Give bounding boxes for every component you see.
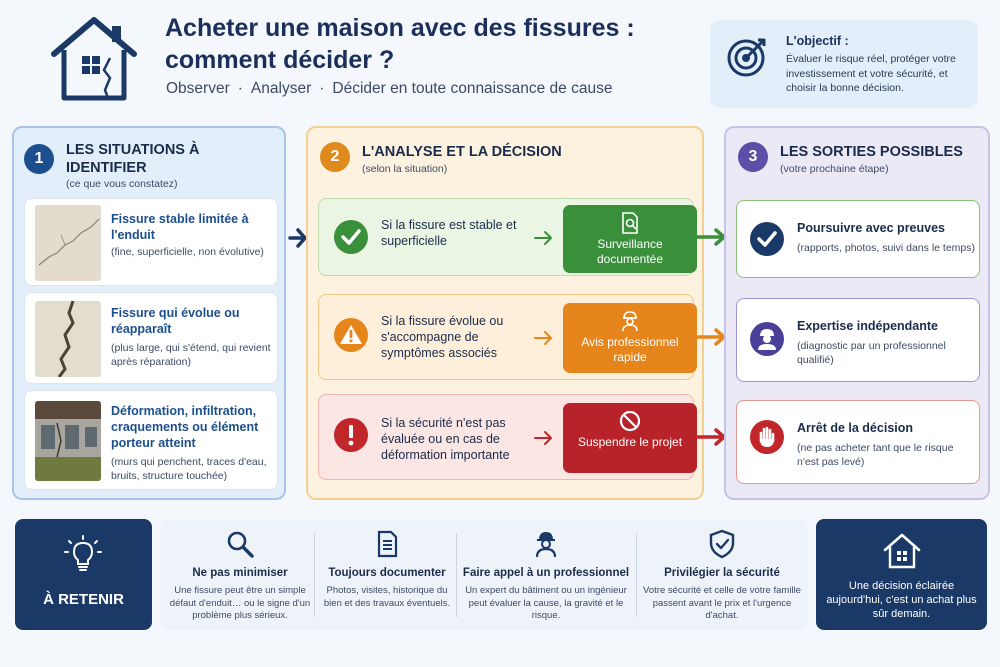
analysis-row-stable: Si la fissure est stable et superficiell… [318,198,697,276]
tip-divider [456,533,457,617]
check-circle-icon [750,222,784,256]
tips-panel: Ne pas minimiser Une fissure peut être u… [160,519,808,630]
outcomes-column: 3 LES SORTIES POSSIBLES (votre prochaine… [724,126,990,500]
action-label: Suspendre le projet [577,435,683,449]
tip-minimize: Ne pas minimiser Une fissure peut être u… [168,519,312,630]
prohibited-icon [619,410,641,432]
situation-card-stable: Fissure stable limitée à l'enduit (fine,… [24,198,278,286]
situation-title: Déformation, infiltration, craquements o… [111,404,259,450]
outcome-card-proceed: Poursuivre avec preuves (rapports, photo… [736,200,980,278]
stop-hand-icon [750,420,784,454]
house-crack-icon [51,17,137,101]
expert-icon [750,322,784,356]
warning-triangle-icon [334,318,368,352]
arrow-right-icon [288,228,307,248]
house-icon [883,533,921,569]
situation-desc: (murs qui penchent, traces d'eau, bruits… [111,456,267,482]
tip-title: Faire appel à un professionnel [462,567,630,579]
objective-title: L'objectif : [786,34,849,48]
step-badge-3: 3 [738,142,768,172]
outcome-card-stop: Arrêt de la décision (ne pas acheter tan… [736,400,980,484]
step-badge-2: 2 [320,142,350,172]
outcome-desc: (diagnostic par un professionnel qualifi… [797,340,946,366]
crack-photo-fine [35,205,101,281]
subtitle-analyse: Analyser [250,80,312,97]
subtitle-separator: · [237,80,243,97]
action-monitoring: Surveillance documentée [563,205,697,273]
document-search-icon [622,212,638,234]
outcome-title: Poursuivre avec preuves [797,221,945,235]
analysis-subtitle: (selon la situation) [362,163,448,175]
crack-photo-wide [35,301,101,377]
situation-desc: (plus large, qui s'étend, qui revient ap… [111,342,271,368]
tip-document: Toujours documenter Photos, visites, his… [320,519,454,630]
analysis-column: 2 L'ANALYSE ET LA DÉCISION (selon la sit… [306,126,704,500]
page-title: Acheter une maison avec des fissures : c… [165,14,635,74]
outcome-desc: (ne pas acheter tant que le risque n'est… [797,442,954,468]
tip-desc: Photos, visites, historique du bien et d… [323,585,451,609]
shield-check-icon [709,529,735,559]
tip-title: Toujours documenter [328,567,446,579]
engineer-icon [535,532,557,558]
final-message: Une décision éclairée aujourd'hui, c'est… [826,580,977,620]
tip-title: Ne pas minimiser [192,567,288,579]
outcome-title: Arrêt de la décision [797,421,914,435]
outcome-title: Expertise indépendante [797,319,939,333]
tip-professional: Faire appel à un professionnel Un expert… [462,519,630,630]
action-professional-advice: Avis professionnel rapide [563,303,697,373]
action-label: Surveillance documentée [596,237,664,266]
situation-title: Fissure stable limitée à l'enduit [111,212,249,242]
page-subtitle: Observer · Analyser · Décider en toute conna… [166,80,612,98]
tip-desc: Une fissure peut être un simple défaut d… [169,585,311,621]
damaged-house-photo [35,401,101,481]
action-suspend-project: Suspendre le projet [563,403,697,473]
objective-text: Évaluer le risque réel, protéger votre i… [786,53,956,94]
outcomes-subtitle: (votre prochaine étape) [780,163,889,175]
arrow-right-icon [534,331,552,345]
target-icon [727,38,766,77]
tip-divider [314,533,315,617]
analysis-row-safety: Si la sécurité n'est pas évaluée ou en c… [318,394,697,480]
objective-box: L'objectif : Évaluer le risque réel, pro… [710,20,978,108]
analysis-row-evolving: Si la fissure évolue ou s'accompagne de … [318,294,697,380]
outcomes-title: LES SORTIES POSSIBLES [780,144,963,160]
subtitle-observe: Observer [166,80,230,97]
exclamation-circle-icon [334,418,368,452]
situation-title: Fissure qui évolue ou réapparaît [111,306,240,336]
outcome-desc: (rapports, photos, suivi dans le temps) [797,242,975,254]
check-circle-icon [334,220,368,254]
situations-column: 1 LES SITUATIONS À IDENTIFIER (ce que vo… [12,126,286,500]
situation-desc: (fine, superficielle, non évolutive) [111,246,264,258]
tip-divider [636,533,637,617]
situation-card-structural: Déformation, infiltration, craquements o… [24,390,278,490]
subtitle-separator: · [319,80,325,97]
tip-desc: Votre sécurité et celle de votre famille… [643,585,801,621]
tip-safety: Privilégier la sécurité Votre sécurité e… [642,519,802,630]
step-badge-1: 1 [24,144,54,174]
tip-title: Privilégier la sécurité [664,567,780,579]
document-icon [377,530,398,558]
analysis-condition: Si la sécurité n'est pas évaluée ou en c… [381,416,510,462]
arrow-right-icon [534,231,552,245]
subtitle-decide: Décider en toute connaissance de cause [332,80,613,97]
analysis-condition: Si la fissure évolue ou s'accompagne de … [381,314,504,360]
magnifier-icon [227,531,254,558]
situations-subtitle: (ce que vous constatez) [66,178,178,190]
tip-desc: Un expert du bâtiment ou un ingénieur pe… [465,585,627,621]
outcome-card-expertise: Expertise indépendante (diagnostic par u… [736,298,980,382]
arrow-right-icon [534,431,552,445]
situation-card-evolving: Fissure qui évolue ou réapparaît (plus l… [24,292,278,384]
analysis-title: L'ANALYSE ET LA DÉCISION [362,144,562,160]
retenir-label: À RETENIR [43,591,124,608]
analysis-condition: Si la fissure est stable et superficiell… [381,218,517,248]
final-message-box: Une décision éclairée aujourd'hui, c'est… [816,519,987,630]
action-label: Avis professionnel rapide [581,335,679,364]
engineer-icon [622,311,638,332]
lightbulb-icon [64,535,102,571]
situations-title: LES SITUATIONS À IDENTIFIER [66,142,200,176]
retenir-box: À RETENIR [15,519,152,630]
